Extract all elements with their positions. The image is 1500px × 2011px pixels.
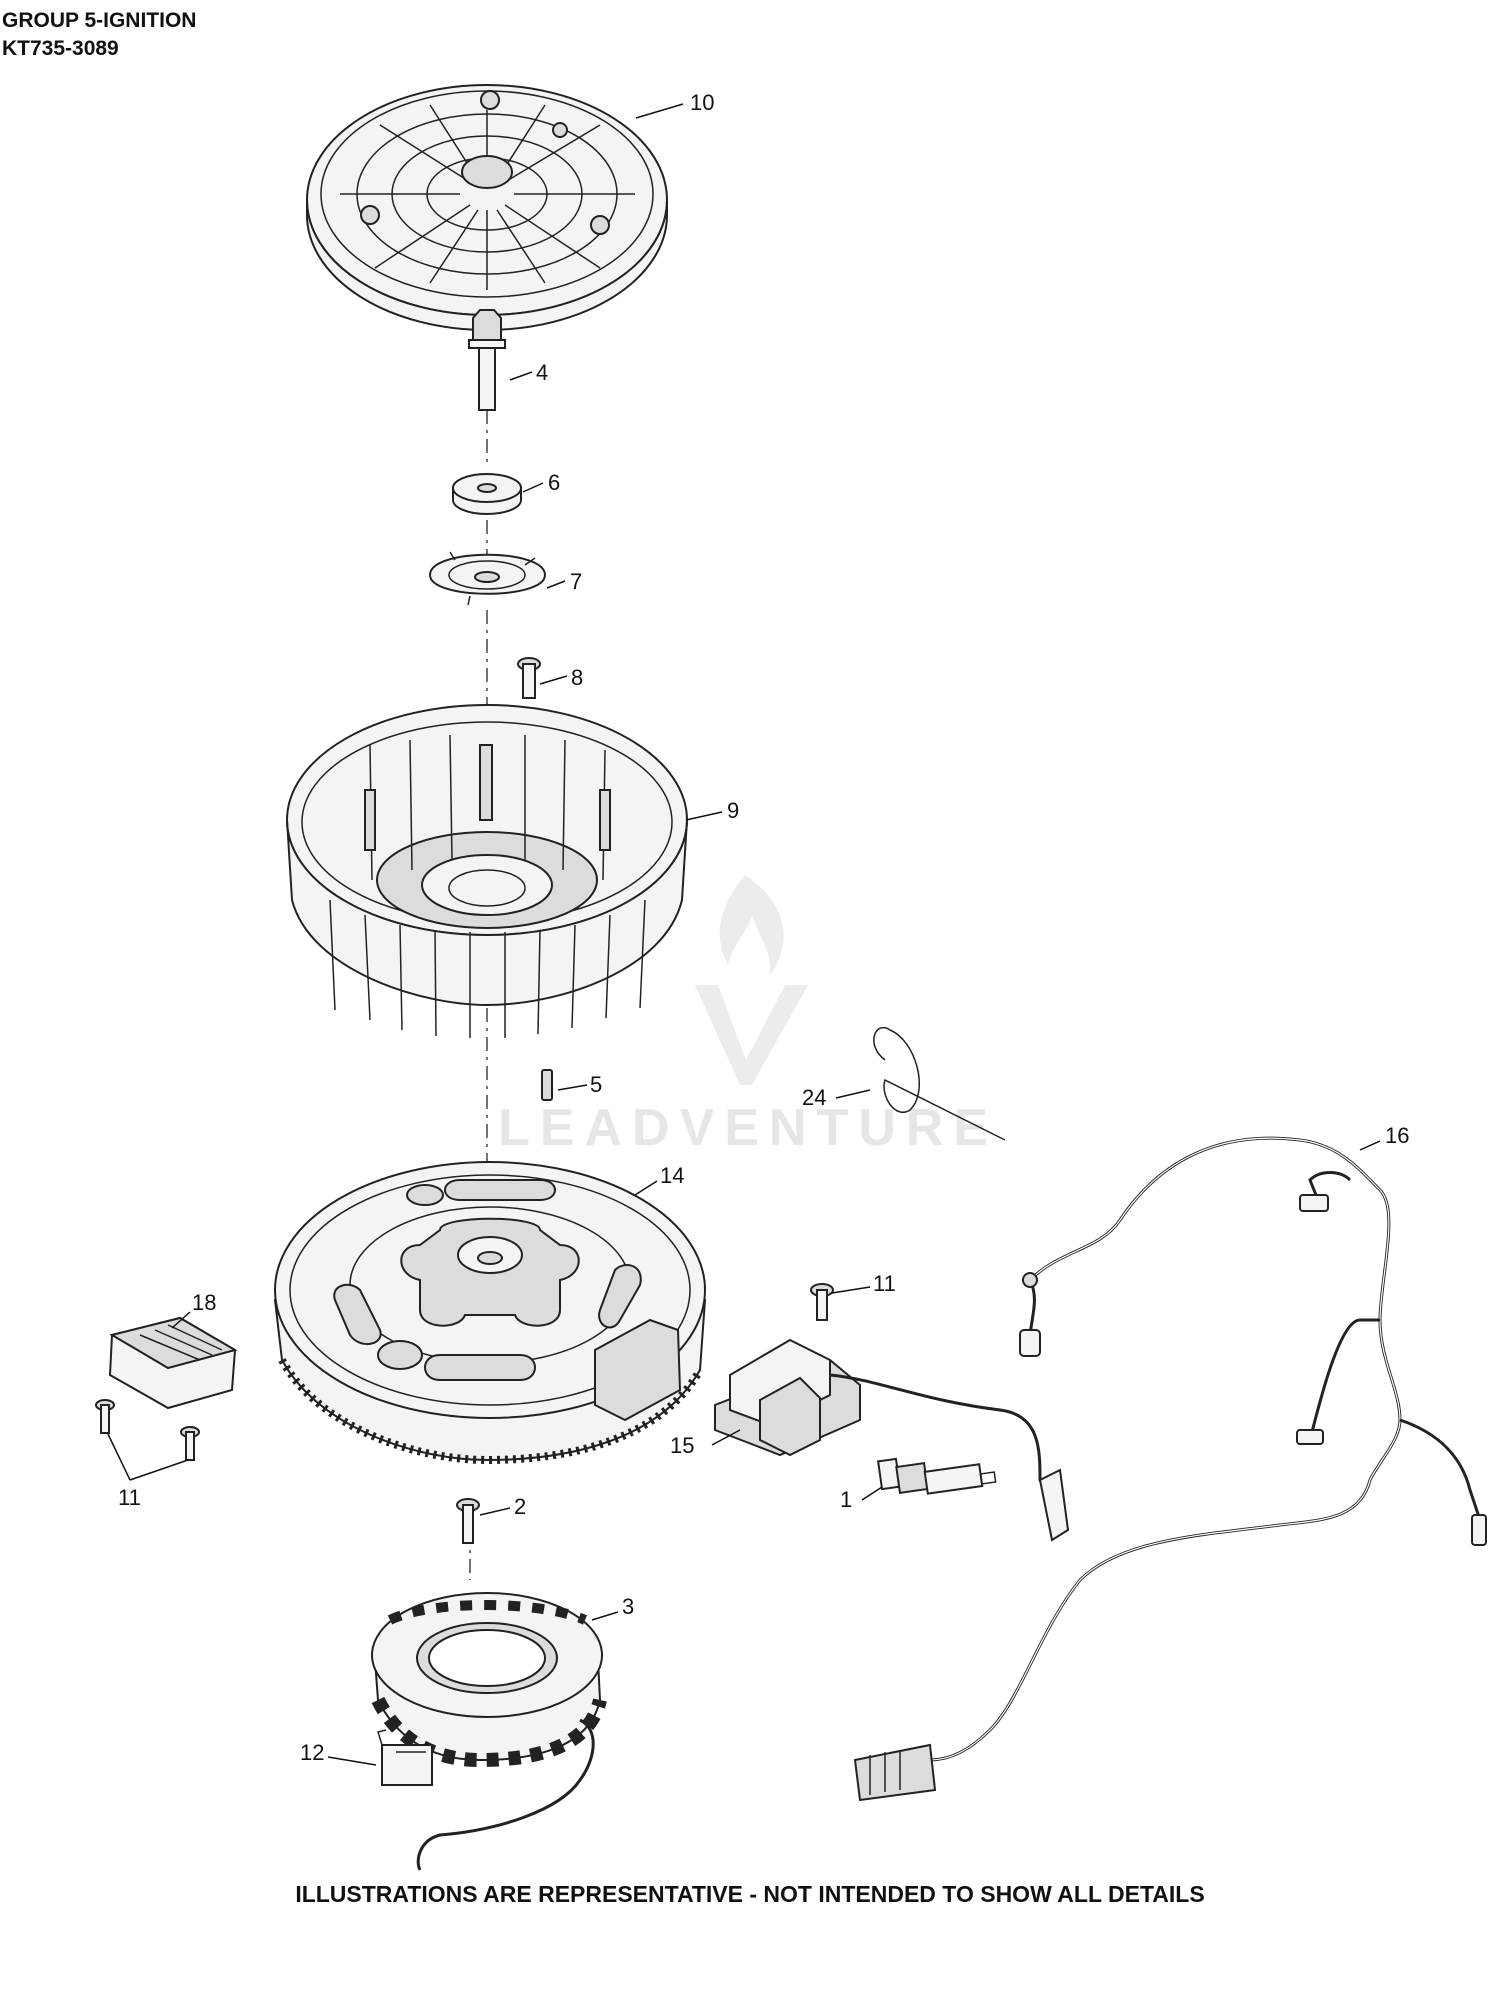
part-4-flywheel-bolt bbox=[468, 309, 506, 411]
callout-2: 2 bbox=[514, 1494, 526, 1519]
part-10-grass-screen bbox=[306, 84, 668, 331]
part-14-flywheel bbox=[273, 1161, 707, 1465]
callout-labels: 10 4 6 7 8 9 5 24 16 14 11 18 15 1 2 3 1… bbox=[118, 90, 1409, 1765]
callout-5: 5 bbox=[590, 1072, 602, 1097]
callout-15: 15 bbox=[670, 1433, 694, 1458]
callout-12: 12 bbox=[300, 1740, 324, 1765]
callout-8: 8 bbox=[571, 665, 583, 690]
callout-24: 24 bbox=[802, 1085, 826, 1110]
leader-lines bbox=[107, 103, 1381, 1766]
watermark-flame-icon bbox=[719, 875, 784, 975]
callout-14: 14 bbox=[660, 1163, 684, 1188]
callout-4: 4 bbox=[536, 360, 548, 385]
screen-ribs bbox=[340, 104, 635, 290]
callout-16: 16 bbox=[1385, 1123, 1409, 1148]
callout-7: 7 bbox=[570, 569, 582, 594]
watermark: LEADVENTURE bbox=[498, 875, 998, 1157]
part-18-rectifier-regulator bbox=[108, 1316, 238, 1410]
callout-1: 1 bbox=[840, 1487, 852, 1512]
callout-11-right: 11 bbox=[873, 1271, 896, 1296]
watermark-v-icon bbox=[695, 985, 808, 1085]
part-15-ignition-module bbox=[714, 1338, 1070, 1542]
callout-18: 18 bbox=[192, 1290, 216, 1315]
part-2-stator-screw bbox=[456, 1498, 480, 1544]
watermark-text: LEADVENTURE bbox=[498, 1099, 998, 1157]
callout-6: 6 bbox=[548, 470, 560, 495]
part-7-fan-plate bbox=[428, 551, 547, 606]
part-6-washer bbox=[452, 473, 522, 515]
part-3-stator bbox=[371, 1592, 607, 1871]
callout-11-left: 11 bbox=[118, 1485, 141, 1510]
disclaimer-note: ILLUSTRATIONS ARE REPRESENTATIVE - NOT I… bbox=[295, 1881, 1205, 1907]
callout-10: 10 bbox=[690, 90, 714, 115]
group-title: GROUP 5-IGNITION bbox=[2, 9, 197, 32]
part-9-cooling-fan bbox=[286, 704, 688, 1038]
callout-9: 9 bbox=[727, 798, 739, 823]
part-24-cable-tie bbox=[873, 1027, 1006, 1141]
part-11-screw-right bbox=[810, 1283, 834, 1321]
part-11-screws-left bbox=[95, 1399, 200, 1461]
part-1-spark-plug bbox=[877, 1457, 997, 1495]
part-12-wire-clip bbox=[377, 1729, 433, 1786]
callout-3: 3 bbox=[622, 1594, 634, 1619]
part-16-wire-harness bbox=[853, 1136, 1487, 1802]
model-number: KT735-3089 bbox=[2, 37, 119, 60]
part-8-pin bbox=[517, 657, 541, 699]
part-5-flywheel-key bbox=[541, 1069, 553, 1101]
